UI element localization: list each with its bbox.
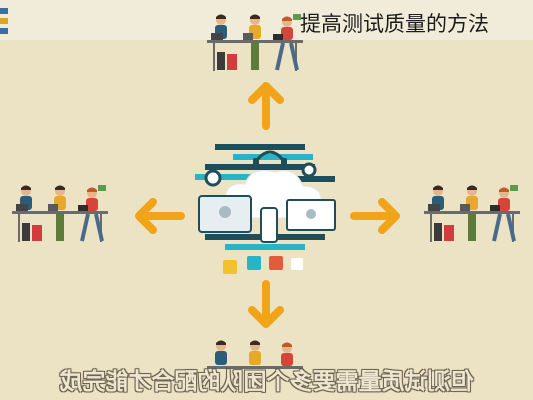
team-right-icon xyxy=(424,185,520,242)
arrow-left-icon xyxy=(135,198,185,234)
team-bottom-icon xyxy=(207,340,303,369)
title-bar xyxy=(0,0,533,40)
arrow-right-icon xyxy=(350,198,400,234)
diagram-title: 提高测试质量的方法 xyxy=(300,12,489,36)
corner-logo-icon xyxy=(0,8,8,34)
cloud-device-hub-icon xyxy=(195,144,336,274)
mirrored-caption: 但测试质量需要多个团队的配合才能完成 xyxy=(59,369,474,395)
arrow-down-icon xyxy=(248,280,284,328)
arrow-up-icon xyxy=(248,82,284,130)
team-top-icon xyxy=(207,14,303,71)
team-left-icon xyxy=(12,185,108,242)
